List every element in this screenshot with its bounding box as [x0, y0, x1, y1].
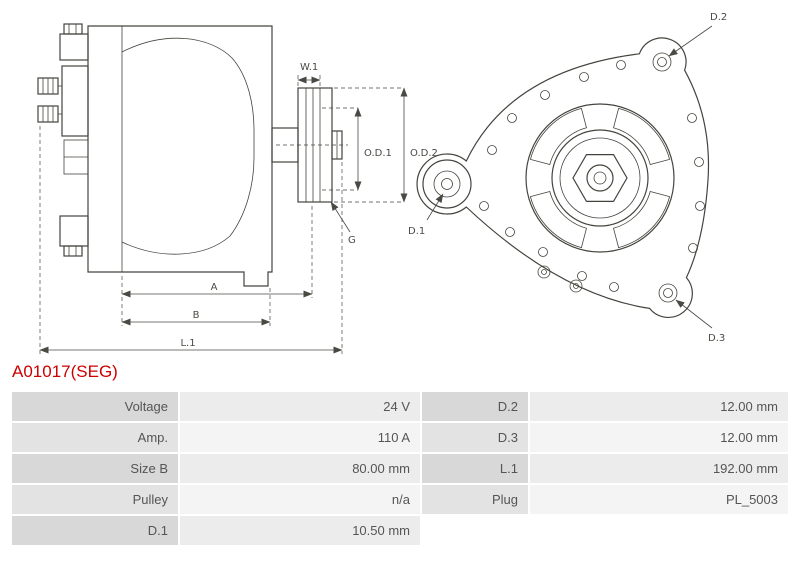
dimension-a: A [121, 282, 313, 298]
front-bracket-curve [121, 37, 255, 255]
spec-value: 192.00 mm [530, 454, 788, 483]
mounting-lug-left [422, 159, 472, 209]
dimension-l1-label: L.1 [180, 338, 195, 349]
spec-value: 80.00 mm [180, 454, 420, 483]
dimension-l1: L.1 [39, 338, 343, 354]
spec-label: Pulley [12, 485, 178, 514]
rear-stud-bottom [37, 105, 62, 123]
spec-label: D.1 [12, 516, 178, 545]
dimension-a-label: A [211, 282, 218, 293]
alternator-body [87, 25, 273, 287]
dimension-od2-label: O.D.2 [410, 148, 438, 159]
spec-label: D.3 [422, 423, 528, 452]
lobe-hole-top-right [652, 52, 672, 72]
dimension-g: G [330, 201, 356, 246]
pulley [276, 87, 348, 203]
spec-label: Voltage [12, 392, 178, 421]
dimension-d3: D.3 [675, 299, 725, 344]
spec-value: n/a [180, 485, 420, 514]
dimension-d3-label: D.3 [708, 333, 725, 344]
spec-value: 110 A [180, 423, 420, 452]
housing-outline [416, 37, 710, 318]
mounting-ear-bottom [59, 215, 89, 257]
spec-value: 24 V [180, 392, 420, 421]
spec-value: PL_5003 [530, 485, 788, 514]
dimension-b: B [121, 310, 271, 326]
dimension-d2-label: D.2 [710, 12, 727, 23]
hub [525, 103, 675, 253]
dimension-od1-label: O.D.1 [364, 148, 392, 159]
spec-label: Size B [12, 454, 178, 483]
spec-value: 12.00 mm [530, 423, 788, 452]
alternator-front-view: D.2 D.3 D.1 [408, 12, 727, 344]
spec-row-d1: D.1 10.50 mm [12, 516, 788, 545]
lobe-hole-bottom-right [658, 283, 678, 303]
shaft-nut [572, 154, 628, 202]
spec-label: L.1 [422, 454, 528, 483]
rear-stud-top [37, 77, 62, 95]
dimension-d2: D.2 [668, 12, 727, 57]
alternator-side-view: W.1 O.D.1 O.D.2 G A [37, 23, 438, 354]
spec-value-empty [530, 516, 788, 545]
dimension-od2: O.D.2 [334, 87, 438, 203]
spec-label: Amp. [12, 423, 178, 452]
spec-row-amp: Amp. 110 A D.3 12.00 mm [12, 423, 788, 452]
vent-slots [529, 107, 671, 249]
spec-value: 12.00 mm [530, 392, 788, 421]
spec-row-voltage: Voltage 24 V D.2 12.00 mm [12, 392, 788, 421]
part-number: A01017(SEG) [12, 362, 118, 381]
dimension-b-label: B [193, 310, 200, 321]
dimension-d1-label: D.1 [408, 226, 425, 237]
spec-label: D.2 [422, 392, 528, 421]
rear-bracket [61, 65, 89, 137]
spec-value: 10.50 mm [180, 516, 420, 545]
dimension-g-label: G [348, 235, 356, 246]
dimension-w1: W.1 [297, 62, 321, 86]
bolt-holes [479, 60, 705, 292]
spec-label-empty [422, 516, 528, 545]
spec-row-pulley: Pulley n/a Plug PL_5003 [12, 485, 788, 514]
spec-row-size-b: Size B 80.00 mm L.1 192.00 mm [12, 454, 788, 483]
alternator-technical-drawing: W.1 O.D.1 O.D.2 G A [37, 12, 727, 354]
spec-table: Voltage 24 V D.2 12.00 mm Amp. 110 A D.3… [10, 390, 790, 547]
spec-label: Plug [422, 485, 528, 514]
dimension-w1-label: W.1 [300, 62, 318, 73]
dimension-od1: O.D.1 [322, 107, 392, 191]
mounting-ear-top [59, 23, 89, 61]
dimension-d1: D.1 [408, 193, 444, 237]
screw-heads [537, 265, 583, 293]
